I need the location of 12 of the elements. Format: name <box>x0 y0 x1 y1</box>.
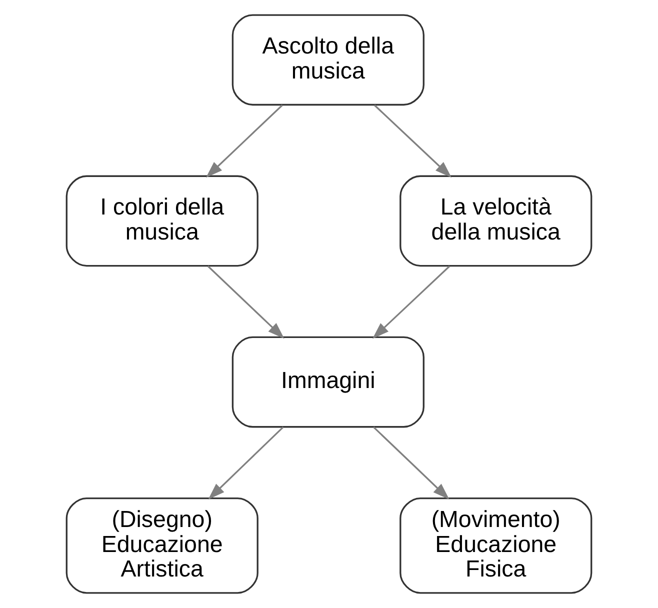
node-box: Immagini <box>232 336 424 428</box>
node-box: I colori della musica <box>66 175 258 267</box>
node-box: La velocità della musica <box>400 175 592 267</box>
arrow <box>206 104 283 178</box>
node-box: (Movimento) Educazione Fisica <box>400 497 592 594</box>
arrow <box>372 266 450 339</box>
node-box: Ascolto della musica <box>232 14 424 106</box>
node-box: (Disegno) Educazione Artistica <box>66 497 258 594</box>
arrow <box>207 266 284 339</box>
arrow <box>372 426 450 500</box>
arrow <box>208 426 284 500</box>
arrow <box>374 104 452 178</box>
